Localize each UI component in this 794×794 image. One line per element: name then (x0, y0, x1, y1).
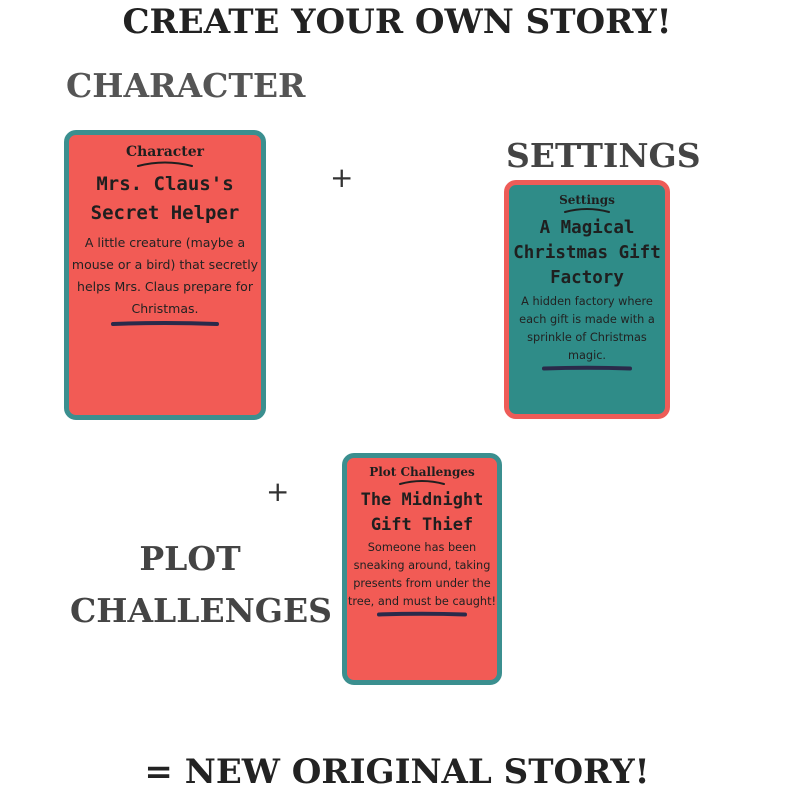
swoosh-icon (564, 208, 610, 213)
card-description: A hidden factory where each gift is made… (519, 295, 655, 362)
underline-stroke-icon (111, 321, 219, 326)
card-category: Settings (559, 193, 615, 207)
card-title: A Magical Christmas Gift Factory (513, 218, 661, 288)
underline-stroke-icon (377, 611, 467, 617)
card-category: Plot Challenges (369, 465, 475, 479)
card-description: Someone has been sneaking around, taking… (347, 541, 497, 608)
swoosh-icon (137, 161, 193, 167)
settings-card: Settings A Magical Christmas Gift Factor… (504, 180, 670, 419)
page-title: CREATE YOUR OWN STORY! (122, 2, 672, 42)
plus-sign: + (266, 475, 290, 508)
character-card: Character Mrs. Claus's Secret Helper A l… (64, 130, 266, 420)
result-banner: = NEW ORIGINAL STORY! (144, 752, 650, 792)
underline-stroke-icon (542, 365, 632, 371)
plot-challenges-label: PLOT CHALLENGES (70, 539, 332, 630)
swoosh-icon (399, 480, 445, 485)
card-category: Character (125, 144, 205, 160)
settings-label: SETTINGS (506, 136, 701, 175)
plus-sign: + (330, 161, 354, 194)
card-title: Mrs. Claus's Secret Helper (90, 173, 240, 224)
card-title: The Midnight Gift Thief (360, 490, 484, 535)
character-label: CHARACTER (66, 66, 306, 105)
plot-challenges-card: Plot Challenges The Midnight Gift Thief … (342, 453, 502, 685)
card-description: A little creature (maybe a mouse or a bi… (71, 235, 259, 316)
